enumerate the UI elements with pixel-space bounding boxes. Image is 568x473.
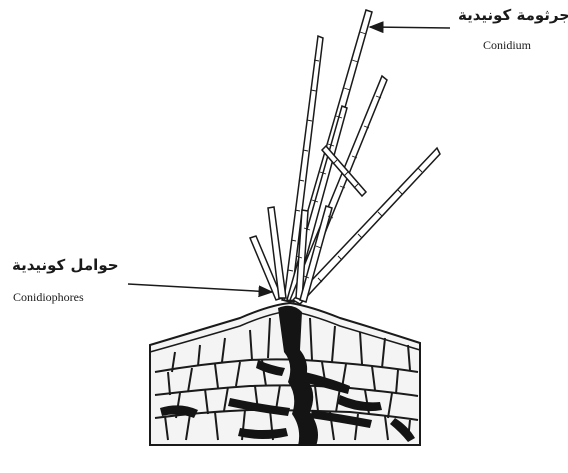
leaf-tissue xyxy=(150,303,420,446)
conidiophores xyxy=(250,10,440,304)
conidium-arrow xyxy=(370,27,450,28)
conidium-label-arabic: جرثومة كونيدية xyxy=(458,6,568,24)
conidiophores-label-arabic: حوامل كونيدية xyxy=(12,256,119,274)
conidiophores-label-english: Conidiophores xyxy=(13,290,84,305)
conidium-label-english: Conidium xyxy=(483,38,531,53)
conidiophores-arrow xyxy=(128,284,272,292)
